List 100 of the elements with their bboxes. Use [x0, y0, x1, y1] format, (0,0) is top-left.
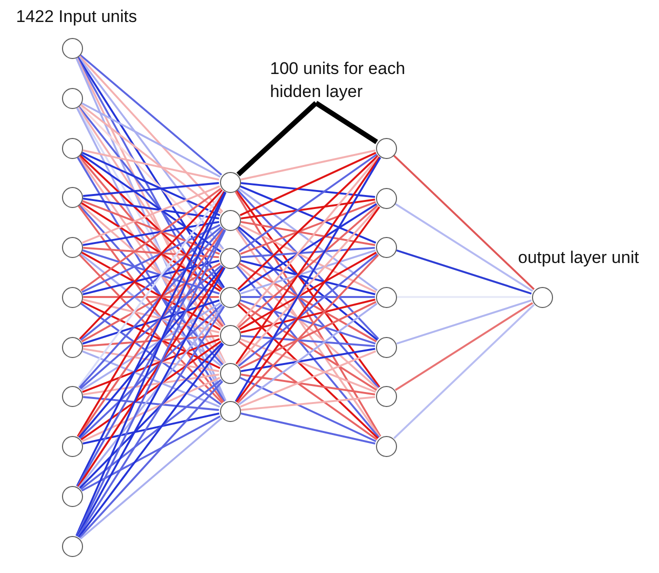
- connection-line: [79, 154, 223, 290]
- connection-line: [82, 300, 220, 370]
- neuron-circle: [376, 188, 396, 208]
- neuron-circle: [376, 336, 396, 358]
- connection-line: [83, 246, 219, 258]
- connection-line: [82, 220, 220, 246]
- connection-line: [236, 189, 380, 340]
- connection-line: [238, 264, 378, 390]
- connection-line: [241, 246, 375, 258]
- connection-line: [238, 302, 378, 406]
- connection-line: [82, 198, 220, 220]
- connection-line: [236, 156, 380, 328]
- connection-line: [79, 304, 223, 440]
- neuron-circle: [220, 324, 240, 346]
- connection-line: [237, 155, 379, 290]
- connection-line: [238, 253, 378, 367]
- connection-line: [240, 149, 376, 181]
- connection-line: [80, 226, 222, 341]
- connection-line: [78, 266, 224, 438]
- connection-line: [240, 201, 376, 255]
- neuron-circle: [532, 286, 552, 308]
- connection-line: [82, 249, 220, 295]
- connection-line: [240, 224, 376, 293]
- connection-line: [78, 156, 224, 364]
- connection-line: [82, 149, 220, 181]
- neuron-circle: [220, 400, 240, 422]
- neuron-circle: [376, 386, 396, 406]
- neuron-circle: [220, 286, 240, 308]
- neuron-circle: [62, 38, 82, 58]
- connection-line: [82, 348, 220, 372]
- neuron-circle: [62, 436, 82, 456]
- connection-line: [237, 254, 379, 404]
- neuron-circle: [376, 436, 396, 456]
- connection-line: [393, 155, 535, 290]
- connection-line: [240, 374, 376, 396]
- connection-line: [81, 262, 221, 342]
- connection-line: [83, 396, 219, 411]
- connection-line: [236, 266, 380, 438]
- connection-line: [238, 203, 378, 292]
- connection-line: [81, 252, 221, 330]
- connection-line: [82, 200, 220, 255]
- neuron-circle: [62, 186, 82, 208]
- connection-line: [81, 415, 221, 492]
- connection-line: [80, 104, 222, 214]
- connection-line: [240, 250, 376, 294]
- connection-line: [240, 301, 376, 369]
- connection-line: [82, 376, 220, 442]
- connection-line: [394, 203, 534, 292]
- neuron-circle: [62, 536, 82, 556]
- connection-line: [82, 260, 220, 296]
- neuron-circle: [220, 362, 240, 384]
- connection-line: [236, 206, 380, 366]
- connection-line: [240, 338, 376, 393]
- connection-line: [77, 106, 225, 326]
- connection-line: [78, 228, 224, 388]
- layer-heading: 1422 Input units: [16, 6, 137, 28]
- connection-line: [240, 220, 376, 246]
- connection-line: [82, 299, 220, 345]
- connection-line: [238, 204, 378, 328]
- connection-line: [82, 185, 220, 244]
- connection-line: [79, 105, 223, 251]
- neuron-circle: [62, 336, 82, 358]
- connection-line: [239, 262, 377, 342]
- connection-line: [396, 250, 532, 294]
- connection-line: [77, 306, 225, 538]
- connection-line: [241, 296, 375, 298]
- connection-line: [76, 157, 226, 402]
- connection-line: [78, 156, 224, 328]
- leader-line: [236, 101, 318, 176]
- connection-line: [240, 376, 376, 442]
- connection-line: [82, 412, 220, 445]
- connection-line: [82, 224, 220, 293]
- connection-line: [80, 340, 222, 440]
- connection-line: [79, 342, 223, 489]
- connection-line: [83, 182, 219, 197]
- connection-line: [83, 296, 219, 298]
- neuron-circle: [376, 236, 396, 258]
- neuron-circle: [62, 486, 82, 506]
- connection-line: [240, 198, 376, 220]
- connection-line: [78, 305, 224, 488]
- connection-line: [234, 191, 382, 437]
- connection-line: [240, 348, 376, 372]
- connection-line: [238, 154, 378, 252]
- connection-line: [238, 226, 378, 341]
- connection-line: [240, 412, 376, 445]
- neuron-circle: [220, 172, 240, 192]
- connection-line: [80, 302, 222, 391]
- connection-line: [82, 350, 220, 408]
- connection-line: [80, 417, 222, 540]
- connection-line: [82, 298, 220, 334]
- connection-line: [240, 298, 376, 334]
- neuron-circle: [62, 138, 82, 158]
- connection-line: [236, 228, 380, 388]
- connection-line: [78, 380, 224, 538]
- connection-line: [82, 152, 220, 216]
- connection-line: [234, 157, 382, 402]
- connection-line: [78, 228, 224, 438]
- connection-line: [79, 254, 223, 404]
- neuron-circle: [376, 138, 396, 158]
- connection-line: [79, 189, 223, 340]
